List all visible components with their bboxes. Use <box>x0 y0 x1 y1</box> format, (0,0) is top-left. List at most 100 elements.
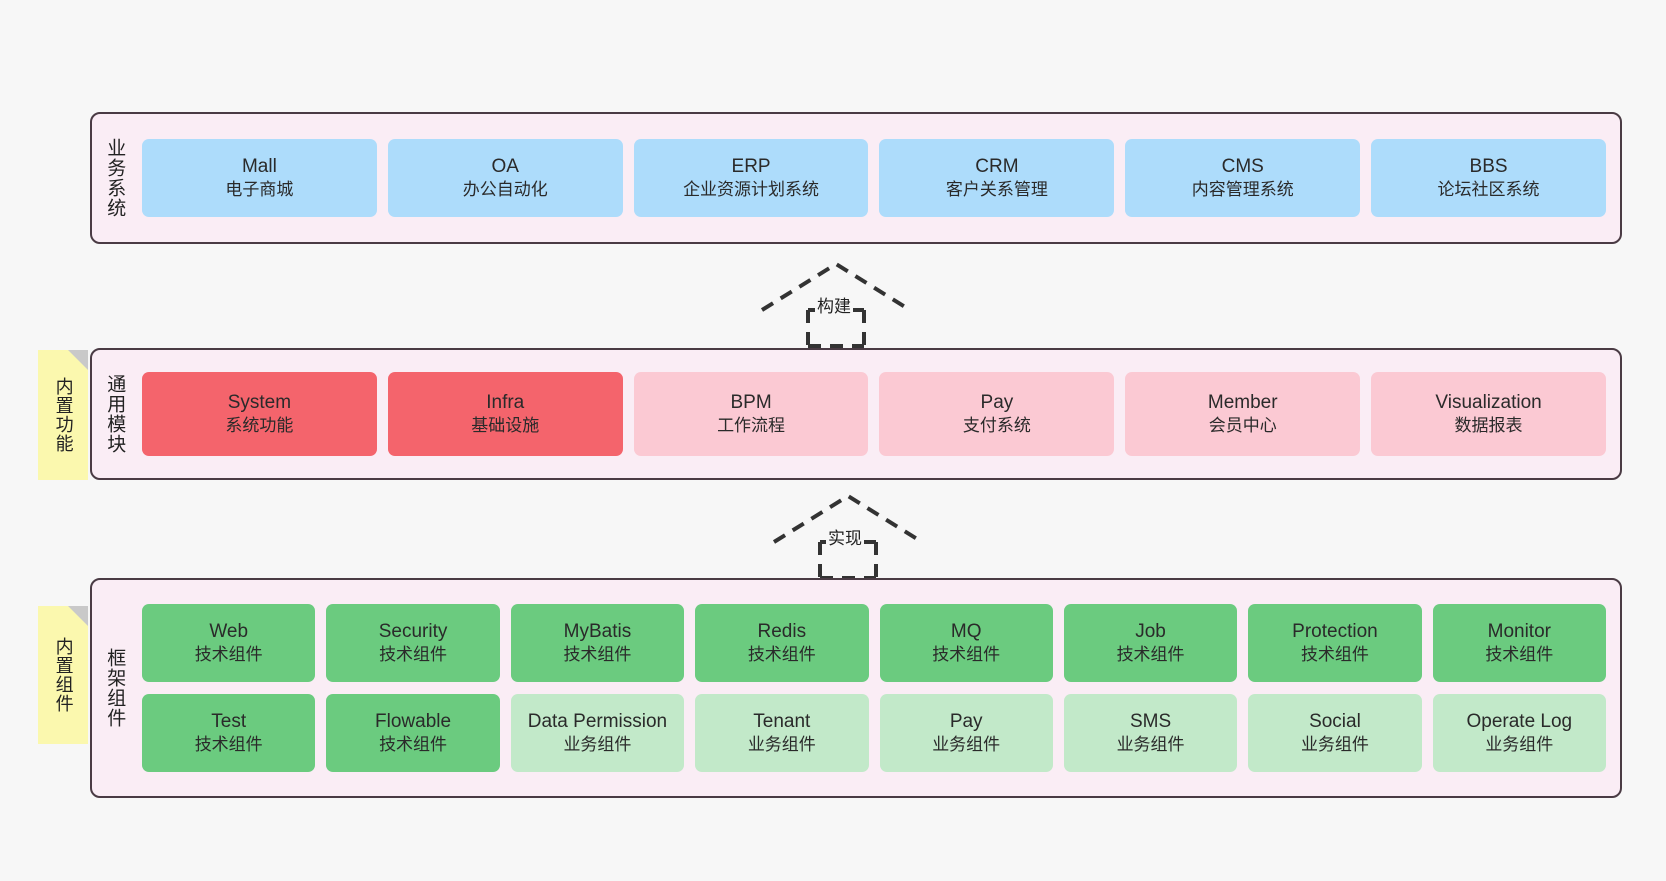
node-subtitle: 内容管理系统 <box>1191 180 1294 200</box>
node-cms[interactable]: CMS 内容管理系统 <box>1125 139 1361 217</box>
node-bbs[interactable]: BBS 论坛社区系统 <box>1371 139 1606 217</box>
node-title: Member <box>1207 391 1278 413</box>
node-mybatis[interactable]: MyBatis 技术组件 <box>510 604 685 682</box>
node-mall[interactable]: Mall 电子商城 <box>142 139 377 217</box>
node-subtitle: 业务组件 <box>1485 735 1554 755</box>
node-subtitle: 数据报表 <box>1454 416 1523 436</box>
node-title: Operate Log <box>1466 710 1573 732</box>
layer-framework-components: 框架组件 Web 技术组件 Security 技术组件 MyBatis 技术组件… <box>90 578 1622 798</box>
node-subtitle: 系统功能 <box>225 416 294 436</box>
node-subtitle: 会员中心 <box>1208 416 1277 436</box>
layer-framework-node-grid: Web 技术组件 Security 技术组件 MyBatis 技术组件 Redi… <box>136 604 1620 772</box>
node-title: Visualization <box>1435 391 1542 413</box>
node-subtitle: 业务组件 <box>1300 735 1369 755</box>
layer-business-systems: 业务系统 Mall 电子商城 OA 办公自动化 ERP 企业资源计划系统 CRM… <box>90 112 1622 244</box>
node-subtitle: 客户关系管理 <box>945 180 1048 200</box>
node-subtitle: 企业资源计划系统 <box>683 180 820 200</box>
node-title: Security <box>378 620 448 642</box>
node-redis[interactable]: Redis 技术组件 <box>695 604 869 682</box>
node-data-permission[interactable]: Data Permission 业务组件 <box>510 694 685 772</box>
node-subtitle: 业务组件 <box>747 735 816 755</box>
node-subtitle: 技术组件 <box>194 645 263 665</box>
node-title: Flowable <box>375 710 452 732</box>
node-subtitle: 论坛社区系统 <box>1437 180 1540 200</box>
node-subtitle: 技术组件 <box>1116 645 1185 665</box>
sticky-note-label: 内置组件 <box>53 637 74 713</box>
node-subtitle: 办公自动化 <box>462 180 548 200</box>
node-subtitle: 电子商城 <box>225 180 294 200</box>
node-pay[interactable]: Pay 支付系统 <box>879 372 1115 456</box>
node-protection[interactable]: Protection 技术组件 <box>1248 604 1422 682</box>
layer-common-modules: 通用模块 System 系统功能 Infra 基础设施 BPM 工作流程 Pay… <box>90 348 1622 480</box>
node-bpm[interactable]: BPM 工作流程 <box>633 372 869 456</box>
node-title: BBS <box>1469 155 1508 177</box>
layer-title-business-systems: 业务系统 <box>104 138 126 218</box>
node-erp[interactable]: ERP 企业资源计划系统 <box>633 139 869 217</box>
connector-build-label: 构建 <box>815 292 853 317</box>
layer-business-node-grid: Mall 电子商城 OA 办公自动化 ERP 企业资源计划系统 CRM 客户关系… <box>136 139 1620 217</box>
node-job[interactable]: Job 技术组件 <box>1063 604 1238 682</box>
node-monitor[interactable]: Monitor 技术组件 <box>1432 604 1606 682</box>
node-subtitle: 业务组件 <box>1116 735 1185 755</box>
arrow-head-outline <box>760 261 912 312</box>
layer-modules-node-grid: System 系统功能 Infra 基础设施 BPM 工作流程 Pay 支付系统… <box>136 372 1620 456</box>
node-title: OA <box>491 155 519 177</box>
node-subtitle: 业务组件 <box>932 735 1001 755</box>
node-title: ERP <box>731 155 771 177</box>
arrow-head-outline <box>772 493 924 544</box>
node-title: CRM <box>975 155 1019 177</box>
node-title: Mall <box>241 155 277 177</box>
node-title: Tenant <box>753 710 811 732</box>
node-title: Web <box>209 620 249 642</box>
node-security[interactable]: Security 技术组件 <box>326 604 500 682</box>
node-subtitle: 技术组件 <box>379 645 448 665</box>
node-system[interactable]: System 系统功能 <box>142 372 377 456</box>
node-subtitle: 技术组件 <box>747 645 816 665</box>
node-title: MyBatis <box>563 620 632 642</box>
node-title: CMS <box>1221 155 1264 177</box>
node-subtitle: 技术组件 <box>1300 645 1369 665</box>
node-visualization[interactable]: Visualization 数据报表 <box>1371 372 1606 456</box>
node-title: MQ <box>950 620 982 642</box>
node-flowable[interactable]: Flowable 技术组件 <box>326 694 500 772</box>
node-row: System 系统功能 Infra 基础设施 BPM 工作流程 Pay 支付系统… <box>142 372 1606 456</box>
node-web[interactable]: Web 技术组件 <box>142 604 316 682</box>
node-member[interactable]: Member 会员中心 <box>1125 372 1361 456</box>
node-title: Infra <box>486 391 525 413</box>
node-title: Protection <box>1292 620 1378 642</box>
node-operate-log[interactable]: Operate Log 业务组件 <box>1432 694 1606 772</box>
node-title: SMS <box>1129 710 1172 732</box>
layer-title-framework-components: 框架组件 <box>104 648 126 728</box>
sticky-note-label: 内置功能 <box>53 377 74 453</box>
node-title: Monitor <box>1487 620 1551 642</box>
node-subtitle: 技术组件 <box>1485 645 1554 665</box>
node-social[interactable]: Social 业务组件 <box>1248 694 1422 772</box>
node-title: Pay <box>949 710 983 732</box>
node-subtitle: 技术组件 <box>379 735 448 755</box>
node-test[interactable]: Test 技术组件 <box>142 694 316 772</box>
node-title: Data Permission <box>527 710 668 732</box>
node-crm[interactable]: CRM 客户关系管理 <box>879 139 1115 217</box>
node-title: Pay <box>980 391 1014 413</box>
node-title: Redis <box>757 620 807 642</box>
node-infra[interactable]: Infra 基础设施 <box>387 372 623 456</box>
node-subtitle: 基础设施 <box>471 416 540 436</box>
node-tenant[interactable]: Tenant 业务组件 <box>695 694 869 772</box>
node-title: Test <box>211 710 247 732</box>
node-subtitle: 支付系统 <box>962 416 1031 436</box>
connector-implement-label: 实现 <box>826 524 864 549</box>
node-subtitle: 技术组件 <box>563 645 632 665</box>
node-mq[interactable]: MQ 技术组件 <box>879 604 1053 682</box>
node-title: System <box>227 391 292 413</box>
node-oa[interactable]: OA 办公自动化 <box>387 139 623 217</box>
node-title: Social <box>1309 710 1361 732</box>
node-pay-business[interactable]: Pay 业务组件 <box>879 694 1053 772</box>
sticky-note-builtin-components: 内置组件 <box>38 606 88 744</box>
layer-title-common-modules: 通用模块 <box>104 374 126 454</box>
node-subtitle: 技术组件 <box>932 645 1001 665</box>
node-subtitle: 工作流程 <box>717 416 786 436</box>
sticky-note-builtin-functions: 内置功能 <box>38 350 88 480</box>
node-sms[interactable]: SMS 业务组件 <box>1063 694 1238 772</box>
node-title: Job <box>1135 620 1166 642</box>
node-title: BPM <box>730 391 772 413</box>
